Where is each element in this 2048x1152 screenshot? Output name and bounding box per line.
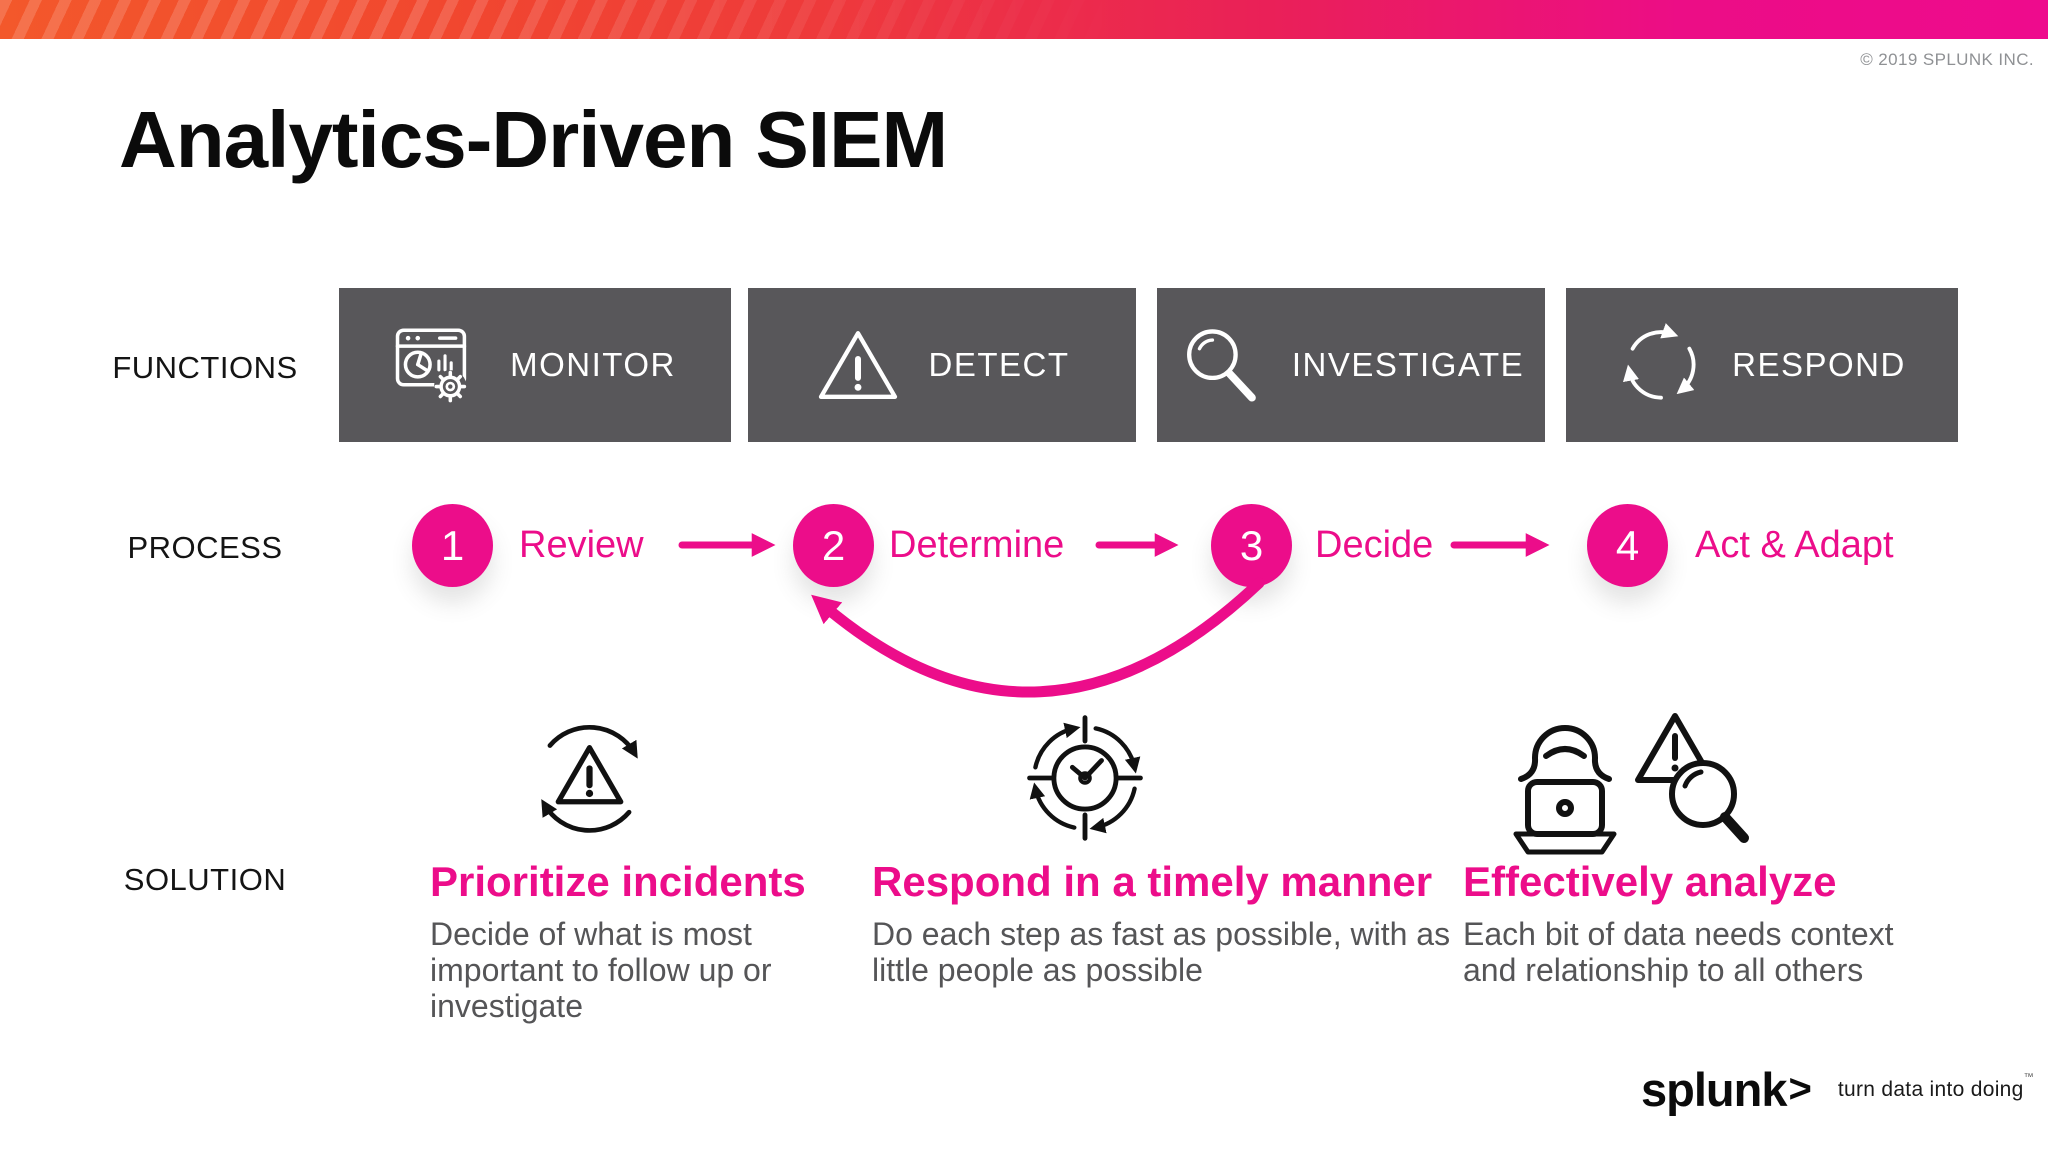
function-box-monitor: MONITOR xyxy=(339,288,731,442)
solution-2-line-2: little people as possible xyxy=(872,952,1203,988)
page-title: Analytics-Driven SIEM xyxy=(119,95,948,184)
process-arrow-3 xyxy=(1450,533,1550,557)
function-box-detect: DETECT xyxy=(748,288,1136,442)
solution-1-heading: Prioritize incidents xyxy=(430,858,806,905)
process-row-label: PROCESS xyxy=(127,530,283,565)
process-step-3-circle: 3 xyxy=(1211,504,1292,587)
monitor-window-icon xyxy=(395,328,467,403)
solution-2-heading: Respond in a timely manner xyxy=(872,858,1433,905)
trademark-symbol: ™ xyxy=(2023,1071,2034,1083)
magnifying-glass-icon xyxy=(1186,329,1256,402)
process-loopback-arrow xyxy=(811,577,1265,698)
solution-3-line-2: and relationship to all others xyxy=(1463,952,1864,988)
solution-2-line-1: Do each step as fast as possible, with a… xyxy=(872,916,1451,952)
splunk-logo-text: splunk xyxy=(1641,1063,1787,1116)
warning-triangle-icon xyxy=(818,331,897,399)
solution-3-description: Each bit of data needs context and relat… xyxy=(1463,916,1894,988)
solution-2-description: Do each step as fast as possible, with a… xyxy=(872,916,1450,988)
process-step-2-label: Determine xyxy=(889,524,1065,566)
function-label-monitor: MONITOR xyxy=(510,346,676,383)
functions-row-label: FUNCTIONS xyxy=(112,350,298,385)
process-step-1-label: Review xyxy=(519,524,644,566)
analyst-alert-magnifier-icon xyxy=(1513,713,1749,855)
solution-1-line-1: Decide of what is most xyxy=(430,916,752,952)
process-step-4-circle: 4 xyxy=(1587,504,1668,587)
process-step-3-label: Decide xyxy=(1315,524,1434,566)
function-label-detect: DETECT xyxy=(928,346,1070,383)
process-step-2-circle: 2 xyxy=(793,504,874,587)
process-arrow-2 xyxy=(1095,533,1179,557)
process-step-4-label: Act & Adapt xyxy=(1695,524,1894,566)
solution-1-line-2: important to follow up or xyxy=(430,952,772,988)
timer-cycle-icon xyxy=(1027,715,1143,841)
copyright-text: © 2019 SPLUNK INC. xyxy=(1860,50,2034,69)
solution-1-description: Decide of what is most important to foll… xyxy=(430,916,772,1024)
solution-1-line-3: investigate xyxy=(430,988,583,1024)
function-box-respond: RESPOND xyxy=(1566,288,1958,442)
solution-3-line-1: Each bit of data needs context xyxy=(1463,916,1894,952)
splunk-tagline-text: turn data into doing xyxy=(1837,1077,2024,1101)
solution-3-heading: Effectively analyze xyxy=(1463,858,1837,905)
function-box-investigate: INVESTIGATE xyxy=(1157,288,1545,442)
splunk-tagline: turn data into doing™ xyxy=(1837,1072,2034,1102)
process-arrow-1 xyxy=(678,533,776,557)
function-label-investigate: INVESTIGATE xyxy=(1291,346,1525,383)
top-gradient-bar xyxy=(0,0,2048,39)
process-step-1-circle: 1 xyxy=(412,504,493,587)
cycle-arrows-icon xyxy=(1623,323,1696,400)
alert-cycle-icon xyxy=(541,724,638,833)
splunk-logo-chevron: > xyxy=(1788,1067,1812,1111)
function-label-respond: RESPOND xyxy=(1732,346,1906,383)
solution-row-label: SOLUTION xyxy=(123,862,287,897)
splunk-logo: splunk > turn data into doing™ xyxy=(1641,1062,2034,1117)
